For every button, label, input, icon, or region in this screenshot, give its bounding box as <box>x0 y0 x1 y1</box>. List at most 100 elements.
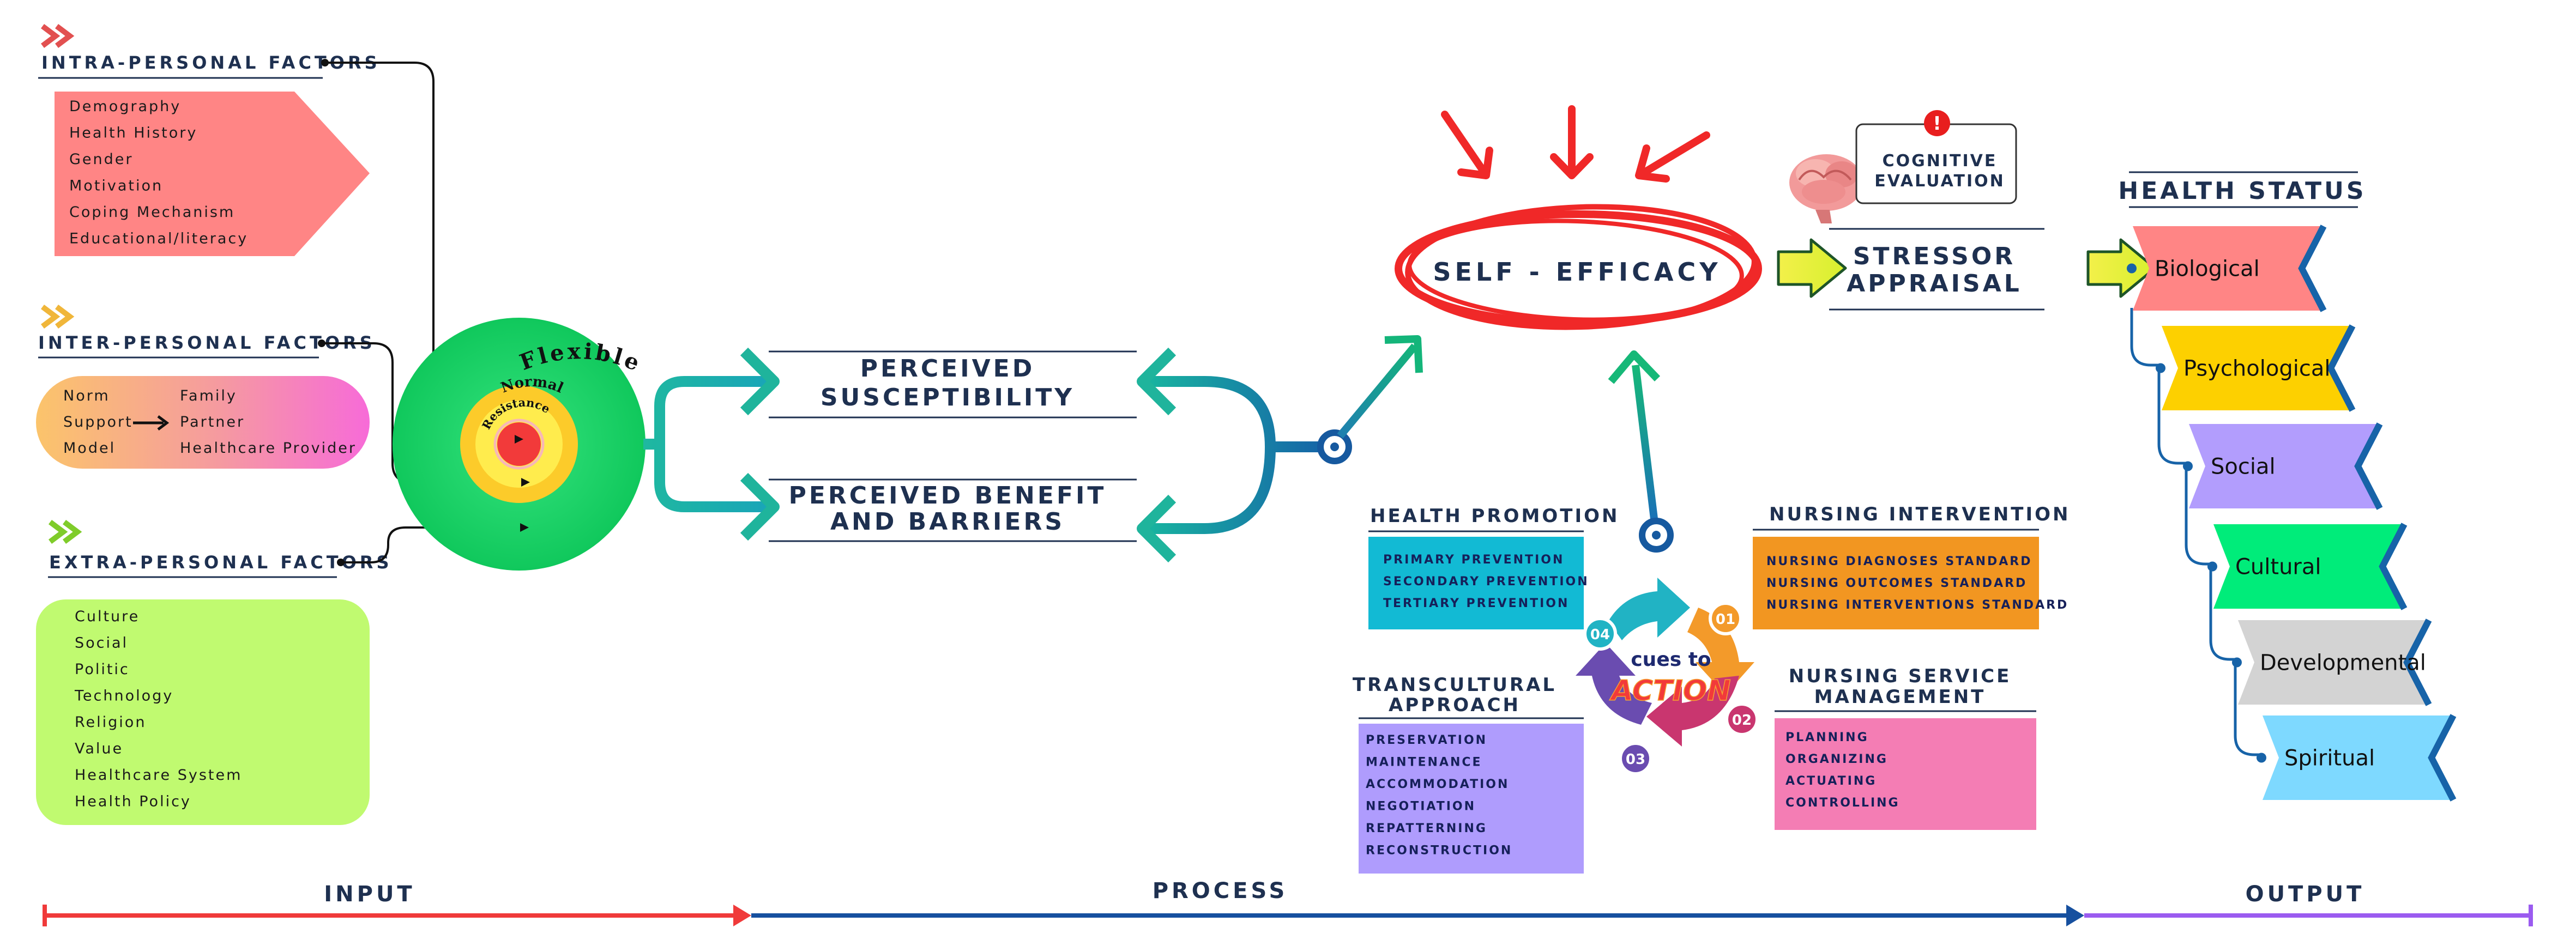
timeline-input-arrowhead <box>733 905 751 926</box>
health-status-node <box>2156 363 2165 373</box>
cognitive-line2: EVALUATION <box>1874 172 2005 191</box>
nursing-service-title-1: NURSING SERVICE <box>1789 665 2012 687</box>
cues-cycle-graphic <box>1576 578 1754 747</box>
junction-node-center <box>1330 442 1339 451</box>
inter-item: Support <box>63 414 133 430</box>
extra-items: CultureSocialPoliticTechnologyReligionVa… <box>74 608 242 810</box>
self-efficacy-scribble-2 <box>1405 204 1757 330</box>
health-status-label: Developmental <box>2260 651 2426 676</box>
health-status-chevron <box>2213 524 2404 609</box>
self-efficacy-label: SELF - EFFICACY <box>1433 257 1721 287</box>
transcultural-item: NEGOTIATION <box>1366 800 1476 814</box>
stressor-line2: APPRAISAL <box>1847 270 2022 298</box>
health-status-chevron-edge <box>2298 225 2327 312</box>
cycle-segment-04 <box>1608 578 1690 640</box>
inter-item: Model <box>63 440 116 457</box>
health-status-chevron-edge <box>2327 324 2356 412</box>
transcultural-item: MAINTENANCE <box>1366 756 1482 769</box>
perceived-susceptibility-line2: SUSCEPTIBILITY <box>821 384 1075 411</box>
arrow-cues-to-self-efficacy-head <box>1608 350 1661 384</box>
transcultural-items: PRESERVATIONMAINTENANCEACCOMMODATIONNEGO… <box>1366 733 1512 858</box>
health-promotion-item: PRIMARY PREVENTION <box>1383 553 1564 567</box>
intra-item: Motivation <box>69 178 163 195</box>
health-status-label: Spiritual <box>2284 746 2375 771</box>
nursing-intervention-item: NURSING INTERVENTIONS STANDARD <box>1766 598 2068 612</box>
health-status-node <box>2232 657 2242 668</box>
intra-arrow-box <box>55 92 370 256</box>
cycle-step-badge <box>1583 617 1617 651</box>
cycle-step-number: 01 <box>1716 611 1735 628</box>
nursing-intervention-title: NURSING INTERVENTION <box>1769 504 2070 525</box>
cycle-step-number: 03 <box>1626 751 1645 768</box>
health-status-chevron-edge <box>2403 619 2432 706</box>
health-status-item: Biological <box>2127 225 2327 312</box>
transcultural-item: RECONSTRUCTION <box>1366 844 1512 858</box>
cycle-step-number: 04 <box>1590 627 1610 643</box>
health-status-label: Cultural <box>2235 555 2321 580</box>
transcultural-item: REPATTERNING <box>1366 822 1487 835</box>
inter-items: NormSupportModelFamilyPartnerHealthcare … <box>63 387 355 457</box>
timeline-process-arrowhead <box>2066 905 2084 926</box>
cognitive-line1: COGNITIVE <box>1883 151 1998 171</box>
health-status-node <box>2127 263 2137 274</box>
extra-item: Social <box>75 635 128 652</box>
health-status-item: Spiritual <box>2257 714 2457 802</box>
yellow-arrow-to-stressor-icon <box>1777 238 1847 298</box>
nursing-service-item: ORGANIZING <box>1785 753 1888 766</box>
intra-item: Gender <box>69 151 134 168</box>
health-status-chevron-edge <box>2354 422 2383 510</box>
brain-icon <box>1789 154 1863 223</box>
perceived-benefit-line1: PERCEIVED BENEFIT <box>789 482 1107 510</box>
nursing-intervention-item: NURSING DIAGNOSES STANDARD <box>1766 555 2032 568</box>
extra-item: Culture <box>75 608 140 625</box>
transcultural-title-1: TRANSCULTURAL <box>1353 674 1557 696</box>
nursing-service-title-2: MANAGEMENT <box>1814 686 1986 708</box>
nursing-intervention-items: NURSING DIAGNOSES STANDARD NURSING OUTCOM… <box>1766 555 2068 612</box>
inter-personal-title: INTER-PERSONAL FACTORS <box>38 332 376 353</box>
nursing-service-box <box>1775 718 2036 830</box>
double-chevron-icon <box>49 520 82 544</box>
split-arrow-connector <box>643 376 769 512</box>
nursing-intervention-box <box>1753 537 2039 629</box>
attention-arrow-left <box>1441 111 1493 179</box>
extra-personal-title: EXTRA-PERSONAL FACTORS <box>49 552 392 573</box>
double-chevron-icon <box>41 305 75 329</box>
extra-arrowhead <box>520 523 529 532</box>
health-status-items: BiologicalPsychologicalSocialCulturalDev… <box>2127 225 2457 802</box>
nursing-intervention-item: NURSING OUTCOMES STANDARD <box>1766 577 2027 590</box>
extra-item: Healthcare System <box>75 767 242 784</box>
transcultural-title-2: APPROACH <box>1389 694 1521 716</box>
arrow-to-benefit-icon <box>740 472 780 541</box>
health-status-node <box>2257 753 2266 763</box>
cycle-step-badge <box>1709 602 1742 635</box>
self-efficacy-scribble-3 <box>1407 219 1744 322</box>
intra-item: Coping Mechanism <box>69 204 235 221</box>
health-status-label: Biological <box>2155 257 2260 282</box>
extra-item: Value <box>75 741 123 757</box>
return-arrow-lower-icon <box>1137 494 1177 563</box>
health-status-label: Psychological <box>2183 356 2330 381</box>
alert-icon-mark: ! <box>1933 113 1941 135</box>
arrow-to-self-efficacy-head <box>1384 335 1423 373</box>
return-arrow-upper-icon <box>1137 347 1177 416</box>
cycle-step-badge <box>1725 702 1759 736</box>
nursing-service-item: PLANNING <box>1785 731 1869 744</box>
nursing-service-item: CONTROLLING <box>1785 796 1900 810</box>
double-chevron-icon <box>41 24 75 48</box>
self-efficacy-scribble <box>1395 210 1762 327</box>
intra-arrowhead <box>515 435 523 444</box>
health-status-chevron <box>2133 226 2324 311</box>
health-promotion-title: HEALTH PROMOTION <box>1370 505 1619 527</box>
transcultural-box <box>1359 724 1584 874</box>
arrow-cues-to-self-efficacy <box>1632 365 1658 524</box>
health-status-node <box>2207 561 2217 572</box>
inter-arrowhead <box>521 478 530 487</box>
extra-item: Health Policy <box>75 793 191 810</box>
health-status-chevron <box>2162 326 2352 410</box>
health-status-title: HEALTH STATUS <box>2118 177 2366 205</box>
attention-arrow-center <box>1550 105 1594 179</box>
cycle-segment-01 <box>1687 608 1754 695</box>
yellow-arrow-to-health-icon <box>2086 238 2157 298</box>
intra-item: Health History <box>69 125 197 142</box>
